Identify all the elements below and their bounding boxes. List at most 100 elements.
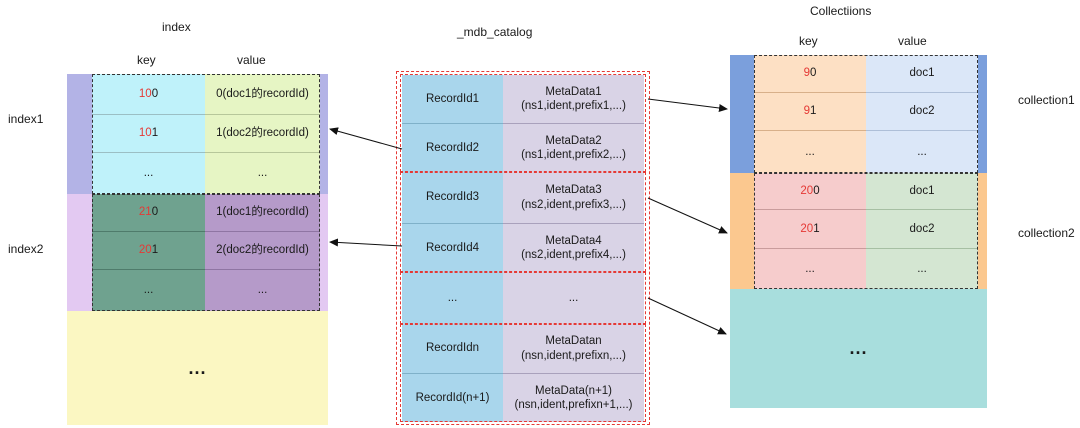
index-value-cell: 2(doc2的recordId): [205, 231, 320, 269]
index-value-cell: 0(doc1的recordId): [205, 74, 320, 114]
catalog-metadata-cell: MetaDatan (nsn,ident,prefixn,...): [503, 324, 644, 373]
catalog-more-group-outline: [400, 272, 646, 324]
index-key-rest: ...: [143, 284, 154, 297]
collection-key-red: 9: [803, 105, 810, 118]
index-key-cell: ...: [92, 269, 205, 311]
index-title: index: [162, 20, 191, 34]
collection2-dashed-outline: [754, 173, 978, 289]
catalog-nsn-group-outline: [400, 324, 646, 422]
collection1-label: collection1: [1018, 93, 1075, 107]
index-value-cell: ...: [205, 152, 320, 194]
index-value-cell: 1(doc2的recordId): [205, 114, 320, 152]
index1-side-strip: [67, 74, 92, 194]
index-key-cell: ...: [92, 152, 205, 194]
catalog-metadata-name: MetaData(n+1): [534, 384, 613, 397]
index-key-rest: 1: [151, 127, 159, 140]
collection-value-cell: ...: [866, 248, 978, 289]
collection1-dashed-outline: [754, 55, 978, 173]
catalog-metadata-cell: ...: [503, 272, 644, 324]
collection-value-cell: doc2: [866, 209, 978, 248]
catalog-record-id-cell: RecordIdn: [402, 324, 503, 373]
collection-key-rest: 0: [810, 67, 817, 80]
arrow-metadata1-to-collection1: [647, 98, 728, 112]
collection-value-cell: doc1: [866, 173, 978, 209]
catalog-metadata-detail: (ns2,ident,prefix3,...): [521, 198, 626, 211]
catalog-record-id-cell: RecordId2: [402, 123, 503, 172]
index-key-rest: 0: [151, 87, 159, 100]
collection-key-rest: 1: [813, 222, 820, 235]
index-key-red: 10: [138, 87, 152, 100]
collection-value-cell: doc2: [866, 92, 978, 130]
catalog-metadata-cell: MetaData3 (ns2,ident,prefix3,...): [503, 172, 644, 223]
catalog-metadata-cell: MetaData2 (ns1,ident,prefix2,...): [503, 123, 644, 172]
index-value-cell: ...: [205, 269, 320, 311]
catalog-metadata-detail: (nsn,ident,prefixn,...): [521, 349, 626, 362]
collections-more-area: ...: [730, 289, 987, 408]
catalog-metadata-cell: MetaData1 (ns1,ident,prefix1,...): [503, 75, 644, 123]
collection-key-red: 20: [800, 222, 814, 235]
catalog-title: _mdb_catalog: [457, 25, 533, 39]
index-key-rest: 1: [151, 244, 159, 257]
catalog-metadata-cell: MetaData4 (ns2,ident,prefix4,...): [503, 223, 644, 272]
collection1-side-strip: [730, 55, 754, 173]
index-key-red: 20: [138, 244, 152, 257]
catalog-metadata-detail: (ns1,ident,prefix2,...): [521, 149, 626, 161]
catalog-record-id-cell: RecordId4: [402, 223, 503, 272]
arrow-catalog-more-to-collections-more: [647, 297, 727, 335]
catalog-metadata-name: MetaData4: [545, 234, 602, 247]
collections-value-header: value: [898, 34, 927, 48]
collection2-side-strip: [730, 173, 754, 289]
collections-more-ellipsis: ...: [849, 338, 868, 359]
catalog-ns1-group-outline: [400, 74, 646, 172]
collection-key-rest: 0: [813, 184, 820, 197]
index-more-ellipsis: ...: [188, 357, 207, 378]
arrow-metadata3-to-collection2: [647, 197, 728, 234]
catalog-record-id-cell: RecordId1: [402, 75, 503, 123]
catalog-outer-outline: [396, 71, 650, 425]
collection-key-red: 20: [800, 184, 814, 197]
index-key-rest: 0: [151, 206, 159, 219]
catalog-record-id-cell: ...: [402, 272, 503, 324]
catalog-metadata-detail: (nsn,ident,prefixn+1,...): [514, 399, 633, 411]
collections-title: Collectiions: [810, 4, 872, 18]
catalog-metadata-detail: (ns1,ident,prefix1,...): [521, 100, 626, 112]
catalog-record-id-cell: RecordId(n+1): [402, 373, 503, 422]
arrow-recordid2-to-index1: [329, 127, 403, 150]
collection2-right-strip: [978, 173, 987, 289]
index1-label: index1: [8, 112, 44, 126]
collections-key-header: key: [799, 34, 818, 48]
index-key-red: 10: [138, 127, 152, 140]
index2-label: index2: [8, 242, 44, 256]
collection2-label: collection2: [1018, 226, 1075, 240]
collection1-right-strip: [978, 55, 987, 173]
collection-key-cell: ...: [754, 248, 866, 289]
arrow-recordid4-to-index2: [329, 238, 403, 247]
index-value-cell: 1(doc1的recordId): [205, 194, 320, 231]
catalog-metadata-detail: (ns2,ident,prefix4,...): [521, 249, 626, 261]
catalog-metadata-cell: MetaData(n+1) (nsn,ident,prefixn+1,...): [503, 373, 644, 422]
catalog-metadata-name: MetaData3: [545, 184, 602, 197]
catalog-ns2-group-outline: [400, 172, 646, 272]
collection-key-cell: ...: [754, 130, 866, 173]
index-value-header: value: [237, 53, 266, 67]
index1-dashed-outline: [92, 74, 320, 194]
collection-key-rest: ...: [805, 262, 815, 275]
catalog-record-id-cell: RecordId3: [402, 172, 503, 223]
index-more-area: ...: [67, 311, 328, 425]
collection-value-cell: ...: [866, 130, 978, 173]
collection-key-rest: ...: [805, 145, 815, 158]
index1-right-strip: [320, 74, 328, 194]
collection-key-red: 9: [803, 67, 810, 80]
collection-key-rest: 1: [810, 105, 817, 118]
collection-value-cell: doc1: [866, 55, 978, 92]
index2-dashed-outline: [92, 194, 320, 311]
index-key-rest: ...: [143, 167, 154, 180]
